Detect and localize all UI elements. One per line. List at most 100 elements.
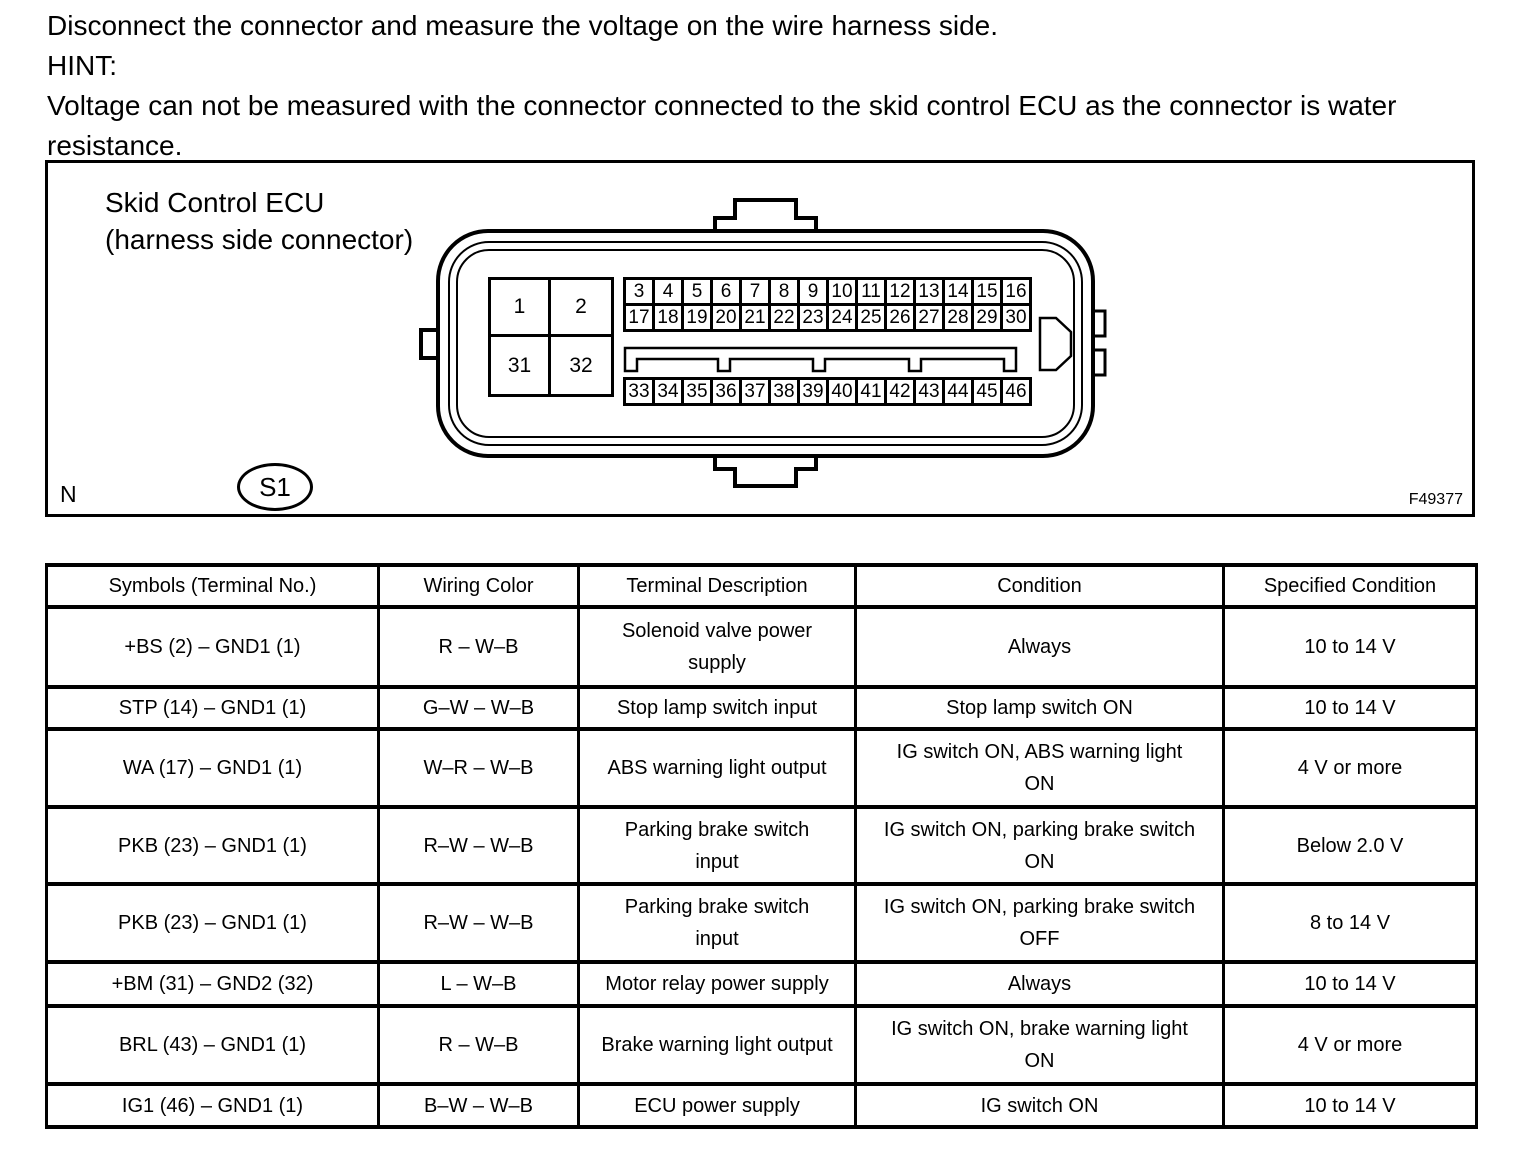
- cell-description: Parking brake switch input: [577, 882, 857, 964]
- pin-cell: 33: [623, 377, 655, 406]
- pin-cell: 15: [971, 277, 1003, 306]
- pin-cell: 24: [826, 303, 858, 332]
- pin-cell: 23: [797, 303, 829, 332]
- pin-cell: 27: [913, 303, 945, 332]
- cell-condition: IG switch ON, ABS warning light ON: [854, 727, 1225, 809]
- pin-cell: 11: [855, 277, 887, 306]
- pin-cell: 37: [739, 377, 771, 406]
- pin-cell: 5: [681, 277, 713, 306]
- right-tab-lower: [1092, 348, 1107, 377]
- cell-specified: 10 to 14 V: [1222, 1082, 1478, 1129]
- figure-code: F49377: [1408, 491, 1463, 508]
- cell-wiring: L – W–B: [377, 960, 580, 1008]
- pin-cell: 9: [797, 277, 829, 306]
- pin-cell: 3: [623, 277, 655, 306]
- pin-cell: 18: [652, 303, 684, 332]
- pin-cell: 14: [942, 277, 974, 306]
- cell-specified: 4 V or more: [1222, 727, 1478, 809]
- pin-cell: 6: [710, 277, 742, 306]
- cell-wiring: R – W–B: [377, 605, 580, 689]
- header-symbols: Symbols (Terminal No.): [45, 563, 380, 609]
- pin-cell: 10: [826, 277, 858, 306]
- pin-cell: 21: [739, 303, 771, 332]
- cell-wiring: R–W – W–B: [377, 805, 580, 886]
- table-row: STP (14) – GND1 (1)G–W – W–B Stop lamp sw…: [45, 685, 1478, 731]
- cell-description: Parking brake switch input: [577, 805, 857, 886]
- pin-cell: 43: [913, 377, 945, 406]
- figure-title-line1: Skid Control ECU: [105, 187, 325, 218]
- corner-label: N: [60, 481, 77, 507]
- pin-cell: 31: [488, 334, 551, 397]
- hint-label: HINT:: [47, 50, 117, 81]
- spec-table: Symbols (Terminal No.) Wiring Color Term…: [45, 563, 1478, 1129]
- cell-specified: 4 V or more: [1222, 1004, 1478, 1086]
- pin-cell: 46: [1000, 377, 1032, 406]
- cell-symbol: +BM (31) – GND2 (32): [45, 960, 380, 1008]
- cell-condition: Stop lamp switch ON: [854, 685, 1225, 731]
- pin-cell: 36: [710, 377, 742, 406]
- pin-cell: 22: [768, 303, 800, 332]
- left-tab: [419, 328, 438, 360]
- cell-symbol: PKB (23) – GND1 (1): [45, 805, 380, 886]
- cell-wiring: R–W – W–B: [377, 882, 580, 964]
- cell-wiring: G–W – W–B: [377, 685, 580, 731]
- header-terminal-description: Terminal Description: [577, 563, 857, 609]
- cell-symbol: PKB (23) – GND1 (1): [45, 882, 380, 964]
- cell-wiring: R – W–B: [377, 1004, 580, 1086]
- figure-box: Skid Control ECU (harness side connector…: [45, 160, 1475, 517]
- right-tab-upper: [1092, 309, 1107, 338]
- cell-description: Solenoid valve power supply: [577, 605, 857, 689]
- pin-cell: 39: [797, 377, 829, 406]
- cell-specified: 10 to 14 V: [1222, 685, 1478, 731]
- pin-cell: 20: [710, 303, 742, 332]
- header-wiring-color: Wiring Color: [377, 563, 580, 609]
- spec-table-header: Symbols (Terminal No.) Wiring Color Term…: [45, 563, 1478, 609]
- cell-condition: Always: [854, 605, 1225, 689]
- pin-cell: 2: [548, 277, 614, 337]
- figure-title-line2: (harness side connector): [105, 224, 414, 255]
- pin-cell: 8: [768, 277, 800, 306]
- pin-cell: 16: [1000, 277, 1032, 306]
- pin-cell: 40: [826, 377, 858, 406]
- cell-condition: IG switch ON, parking brake switch ON: [854, 805, 1225, 886]
- pin-cell: 42: [884, 377, 916, 406]
- cell-symbol: STP (14) – GND1 (1): [45, 685, 380, 731]
- cell-condition: Always: [854, 960, 1225, 1008]
- pin-cell: 45: [971, 377, 1003, 406]
- intro: Disconnect the connector and measure the…: [47, 0, 1487, 166]
- cell-description: Motor relay power supply: [577, 960, 857, 1008]
- cell-wiring: B–W – W–B: [377, 1082, 580, 1129]
- pin-cell: 41: [855, 377, 887, 406]
- cell-wiring: W–R – W–B: [377, 727, 580, 809]
- top-tab: [713, 198, 818, 233]
- pin-cell: 30: [1000, 303, 1032, 332]
- pin-cell: 38: [768, 377, 800, 406]
- cell-condition: IG switch ON, brake warning light ON: [854, 1004, 1225, 1086]
- instruction-text: Disconnect the connector and measure the…: [47, 10, 999, 41]
- cell-specified: Below 2.0 V: [1222, 805, 1478, 886]
- cell-specified: 10 to 14 V: [1222, 960, 1478, 1008]
- header-condition: Condition: [854, 563, 1225, 609]
- pin-cell: 1: [488, 277, 551, 337]
- pin-cell: 29: [971, 303, 1003, 332]
- cell-condition: IG switch ON, parking brake switch OFF: [854, 882, 1225, 964]
- pin-cell: 17: [623, 303, 655, 332]
- cell-specified: 8 to 14 V: [1222, 882, 1478, 964]
- cell-specified: 10 to 14 V: [1222, 605, 1478, 689]
- key-rail: [623, 346, 1018, 373]
- cell-condition: IG switch ON: [854, 1082, 1225, 1129]
- connector-id-badge: S1: [237, 463, 313, 511]
- pin-cell: 35: [681, 377, 713, 406]
- cell-symbol: WA (17) – GND1 (1): [45, 727, 380, 809]
- cell-symbol: BRL (43) – GND1 (1): [45, 1004, 380, 1086]
